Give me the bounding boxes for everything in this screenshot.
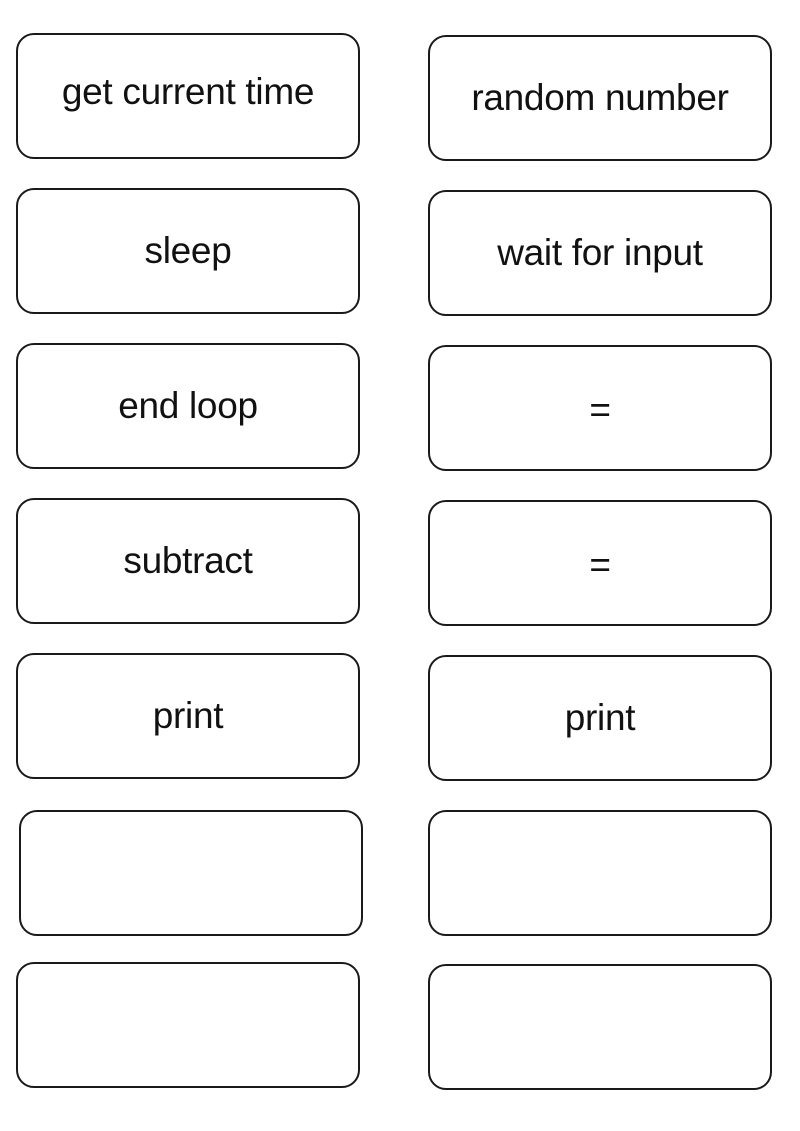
card-label: wait for input (497, 232, 703, 273)
card-sleep[interactable]: sleep (16, 188, 360, 314)
card-label: random number (471, 77, 729, 118)
card-label: get current time (61, 71, 315, 112)
card-label: = (589, 389, 611, 430)
card-print-1[interactable]: print (16, 653, 360, 779)
card-print-2[interactable]: print (428, 655, 772, 781)
card-label: end loop (118, 385, 258, 426)
card-subtract[interactable]: subtract (16, 498, 360, 624)
card-equals-1[interactable]: = (428, 345, 772, 471)
card-label: sleep (144, 230, 232, 271)
card-label: print (564, 697, 636, 738)
card-blank-3[interactable] (16, 962, 360, 1088)
card-wait-for-input[interactable]: wait for input (428, 190, 772, 316)
card-blank-2[interactable] (428, 810, 772, 936)
card-equals-2[interactable]: = (428, 500, 772, 626)
card-random-number[interactable]: random number (428, 35, 772, 161)
card-blank-4[interactable] (428, 964, 772, 1090)
card-label: print (152, 695, 224, 736)
card-label: subtract (123, 540, 253, 581)
card-blank-1[interactable] (19, 810, 363, 936)
card-label: = (589, 544, 611, 585)
card-end-loop[interactable]: end loop (16, 343, 360, 469)
card-get-current-time[interactable]: get current time (16, 33, 360, 159)
